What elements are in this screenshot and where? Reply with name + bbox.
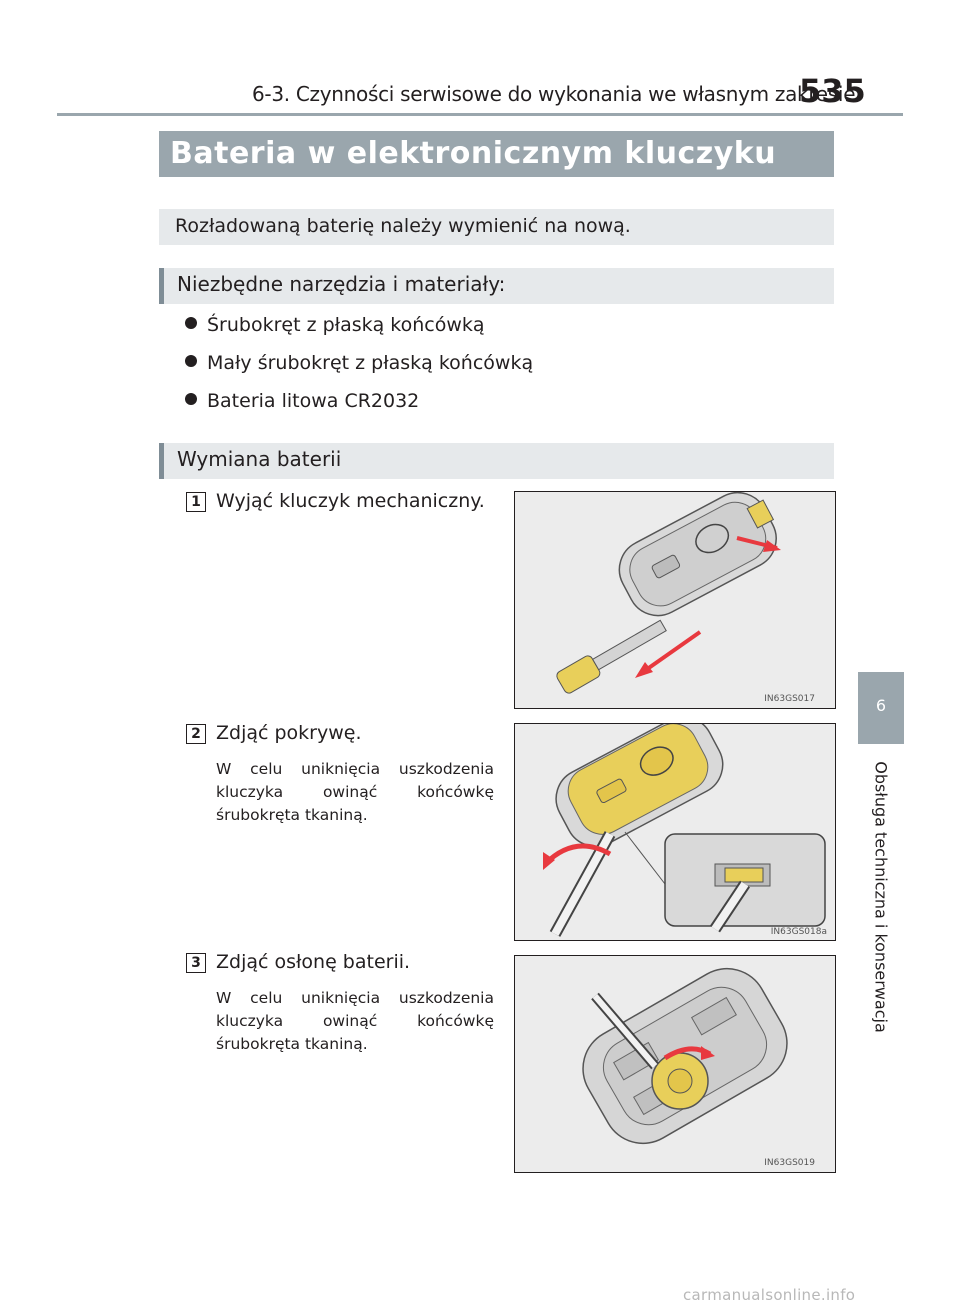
step-text: Wyjąć kluczyk mechaniczny. <box>216 490 485 512</box>
step-text: Zdjąć osłonę baterii. <box>216 951 411 973</box>
replacement-heading: Wymiana baterii <box>177 447 342 471</box>
figure-remove-mechanical-key: IN63GS017 <box>514 491 836 709</box>
chapter-label: Obsługa techniczna i konserwacja <box>871 761 891 1033</box>
header-section-title: 6-3. Czynności serwisowe do wykonania we… <box>252 82 856 106</box>
figure-code: IN63GS018a <box>771 927 827 937</box>
cover-removal-illustration: IN63GS018a <box>515 724 835 940</box>
page-number: 535 <box>799 72 866 110</box>
figure-code: IN63GS017 <box>764 694 815 704</box>
bullet-icon <box>185 393 197 405</box>
tools-list-item: Bateria litowa CR2032 <box>185 390 419 412</box>
tools-list-item: Mały śrubokręt z płaską końcówką <box>185 352 533 374</box>
tools-heading: Niezbędne narzędzia i materiały: <box>177 272 506 296</box>
footer-watermark: carmanualsonline.info <box>683 1286 856 1304</box>
figure-code: IN63GS019 <box>764 1158 815 1168</box>
header-divider <box>57 113 903 116</box>
chapter-tab: 6 <box>858 672 904 744</box>
battery-cover-illustration: IN63GS019 <box>515 956 835 1172</box>
step-note: W celu uniknięcia uszkodzenia kluczyka o… <box>216 989 494 1053</box>
step-note: W celu uniknięcia uszkodzenia kluczyka o… <box>216 760 494 824</box>
bullet-icon <box>185 317 197 329</box>
bullet-icon <box>185 355 197 367</box>
intro-bar: Rozładowaną baterię należy wymienić na n… <box>159 209 834 245</box>
key-fob-illustration: IN63GS017 <box>515 492 835 708</box>
step-text: Zdjąć pokrywę. <box>216 722 362 744</box>
page-title: Bateria w elektronicznym kluczyku <box>170 136 777 171</box>
intro-text: Rozładowaną baterię należy wymienić na n… <box>175 215 631 237</box>
chapter-number: 6 <box>875 696 887 715</box>
page-title-bar: Bateria w elektronicznym kluczyku <box>159 131 834 177</box>
step-number-badge: 1 <box>186 492 206 512</box>
figure-remove-battery-cover: IN63GS019 <box>514 955 836 1173</box>
figure-remove-cover: IN63GS018a <box>514 723 836 941</box>
chapter-label-container: Obsługa techniczna i konserwacja <box>858 752 904 1042</box>
replacement-heading-bar: Wymiana baterii <box>159 443 834 479</box>
tools-list-item: Śrubokręt z płaską końcówką <box>185 314 485 336</box>
step-number-badge: 2 <box>186 724 206 744</box>
tools-heading-bar: Niezbędne narzędzia i materiały: <box>159 268 834 304</box>
step-number-badge: 3 <box>186 953 206 973</box>
